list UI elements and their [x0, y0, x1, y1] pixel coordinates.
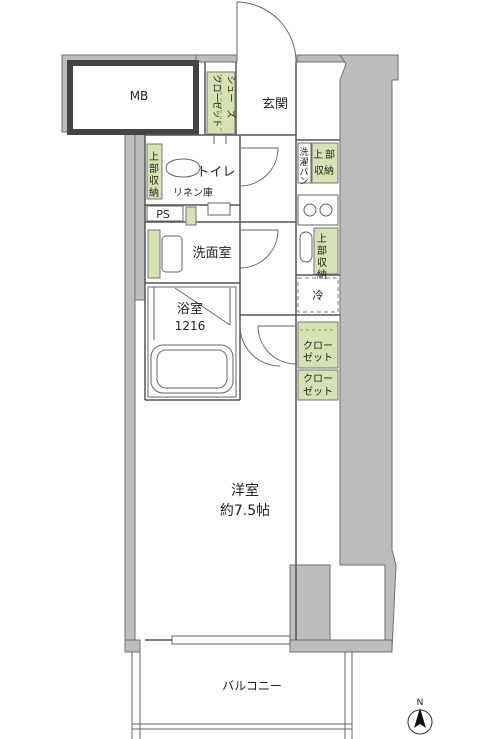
upper-storage-1b: 部	[325, 148, 335, 161]
ps-area: PS	[146, 202, 231, 226]
entrance: 玄関	[213, 1, 297, 144]
balcony-label: バルコニー	[222, 679, 282, 693]
mb-label: MB	[130, 89, 149, 103]
toilet-storage-3: 収	[149, 175, 159, 187]
fridge-label: 冷	[313, 289, 324, 302]
toilet-storage-2: 部	[149, 162, 159, 175]
western-room-size: 約7.5帖	[220, 503, 270, 519]
western-room: 洋室 約7.5帖	[220, 482, 270, 519]
interior-outlines	[144, 62, 340, 641]
shoe-closet: シュー ズ クロー ゼット	[206, 71, 237, 135]
washroom: 洗面室	[147, 229, 279, 279]
upper-storage-2d: 納	[317, 268, 327, 281]
western-room-label: 洋室	[231, 482, 259, 499]
upper-storage-2b: 部	[317, 244, 327, 257]
mb-room: MB	[67, 60, 199, 135]
toilet-storage-4: 納	[149, 186, 159, 199]
upper-storage-1c: 収納	[314, 164, 334, 177]
laundry-label-1: 洗	[299, 146, 308, 158]
upper-storage-1a: 上	[313, 149, 323, 161]
closet-1-label-2: ゼット	[303, 352, 333, 364]
laundry-label-4: ン	[299, 177, 308, 187]
washroom-label: 洗面室	[192, 245, 231, 261]
closet-1-label-1: クロー	[303, 340, 333, 352]
bathroom: 浴室 1216	[147, 286, 237, 398]
upper-storage-2a: 上	[317, 233, 327, 245]
toilet-storage-1: 上	[149, 151, 159, 163]
toilet-room: 上 部 収 納 トイレ リネン庫	[146, 143, 279, 200]
closets: クロー ゼット クロー ゼット	[239, 321, 339, 401]
closet-2-label-2: ゼット	[303, 386, 333, 398]
ps-label: PS	[156, 208, 170, 221]
shoe-closet-label-4: ゼット	[211, 100, 223, 127]
entrance-label: 玄関	[262, 97, 288, 112]
shoe-closet-label-2: ズ	[225, 109, 237, 118]
compass-north-label: N	[417, 698, 424, 708]
linen-label: リネン庫	[173, 186, 213, 199]
toilet-label: トイレ	[196, 165, 235, 180]
kitchen-side: 洗 濯 パ ン 上 部 収納 上 部 収 納 冷	[297, 142, 339, 313]
shoe-closet-label-3: クロー	[211, 74, 222, 101]
laundry-label-3: パ	[299, 167, 308, 178]
closet-2-label-1: クロー	[303, 373, 333, 385]
north-compass-icon: N	[407, 698, 433, 735]
laundry-label-2: 濯	[299, 157, 308, 168]
structural-walls	[61, 54, 399, 653]
bath-label-2: 1216	[175, 319, 206, 333]
shoe-closet-label-1: シュー	[225, 75, 235, 102]
bath-label-1: 浴室	[177, 301, 203, 317]
upper-storage-2c: 収	[317, 257, 327, 269]
balcony-area: バルコニー	[131, 635, 353, 739]
